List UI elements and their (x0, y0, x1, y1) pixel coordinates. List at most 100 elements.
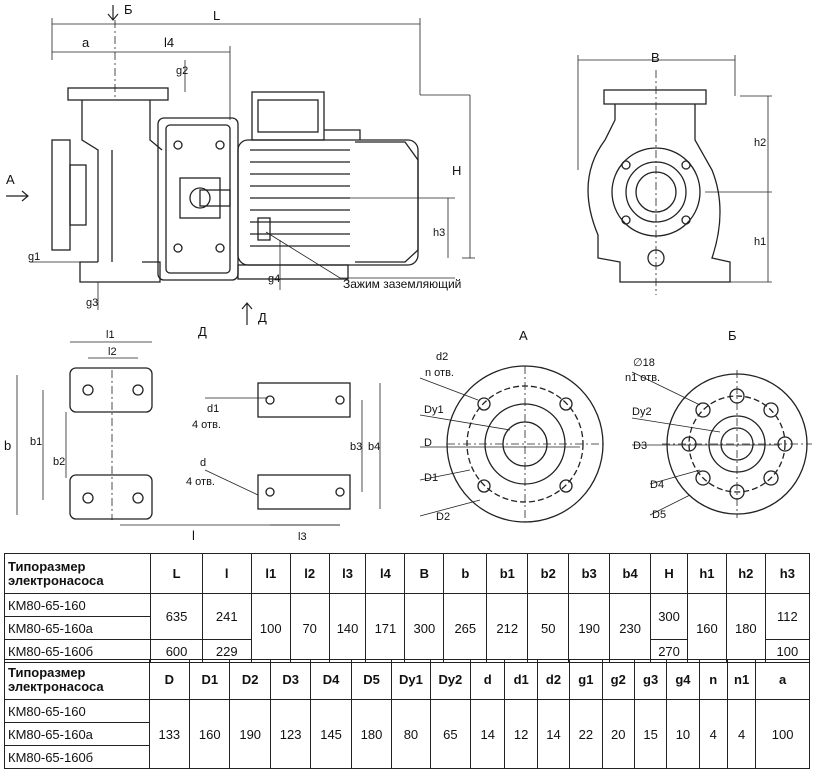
table2-cell: 100 (755, 699, 810, 769)
dim-Dy2-label: Dy2 (632, 406, 652, 418)
dim-l1-label: l1 (106, 329, 115, 341)
n-holes-label: n отв. (425, 367, 454, 379)
table1-header-b3: b3 (568, 553, 611, 594)
dim-D2-label: D2 (436, 511, 450, 523)
table1-header-L: L (150, 553, 203, 594)
table1-cell: 70 (289, 593, 330, 663)
table2-cell: 180 (350, 699, 393, 769)
dim-g1-label: g1 (28, 251, 40, 263)
table2-header-D: D (148, 659, 191, 700)
table2-header-a: a (755, 659, 810, 700)
table1-header-h3: h3 (764, 553, 811, 594)
table1-cell: 112 (764, 593, 811, 640)
dim-B-label: B (651, 50, 660, 65)
table2-header-D5: D5 (350, 659, 393, 700)
dim-b1-label: b1 (30, 436, 42, 448)
table1-cell: 300 (650, 593, 688, 640)
dim-h2-label: h2 (754, 137, 766, 149)
dim-Dy1-label: Dy1 (424, 404, 444, 416)
ground-clamp-label: Зажим заземляющий (343, 277, 461, 291)
table1-cell: 160 (686, 593, 727, 663)
table2-cell: 12 (504, 699, 538, 769)
front-view (577, 55, 772, 295)
view-b-arrow-label: Б (124, 2, 133, 17)
dim-D-label: D (424, 437, 432, 449)
dim-l-label: l (192, 528, 195, 543)
table2-cell: 22 (569, 699, 603, 769)
table1-header-model: Типоразмер электронасоса (3, 553, 152, 594)
table2-header-d1: d1 (504, 659, 538, 700)
table2-header-Dy2: Dy2 (429, 659, 472, 700)
dim-D4-label: D4 (650, 479, 664, 491)
table2-cell: 123 (269, 699, 312, 769)
table2-cell: 10 (666, 699, 700, 769)
table1-cell: 50 (527, 593, 570, 663)
table1-cell: 265 (443, 593, 488, 663)
table1-header-l4: l4 (365, 553, 406, 594)
table2-header-row: Типоразмер электронасоса D D1 D2 D3 D4 D… (4, 659, 810, 700)
table2-header-g4: g4 (666, 659, 700, 700)
table1-cell: 241 (201, 593, 252, 640)
dim-D1-label: D1 (424, 472, 438, 484)
table2-header-Dy1: Dy1 (391, 659, 431, 700)
view-b-title: Б (728, 328, 737, 343)
table2-model: КМ80-65-160а (4, 722, 150, 746)
table1-model: КМ80-65-160 (3, 593, 152, 617)
table1-header-h2: h2 (725, 553, 766, 594)
dim-g4-label: g4 (268, 273, 280, 285)
table2-cell: 15 (633, 699, 668, 769)
table1-header-b: b (443, 553, 488, 594)
table1-header-H: H (650, 553, 688, 594)
table2-header-g2: g2 (601, 659, 635, 700)
table2-header-d2: d2 (536, 659, 571, 700)
table2-header-D4: D4 (310, 659, 352, 700)
dim-D3-label: D3 (633, 440, 647, 452)
table2-model: КМ80-65-160 (4, 699, 150, 723)
dimensions-table-1: Типоразмер электронасоса L l l1 l2 l3 l4… (3, 553, 811, 663)
side-view (6, 5, 475, 325)
table1-header-l3: l3 (328, 553, 367, 594)
hole-d1-label: d1 (207, 403, 219, 415)
table2-cell: 160 (189, 699, 231, 769)
dim-D5-label: D5 (652, 509, 666, 521)
table2-model: КМ80-65-160б (4, 745, 150, 769)
dim-h3-label: h3 (433, 227, 445, 239)
table1-header-l1: l1 (250, 553, 291, 594)
table2-cell: 145 (310, 699, 352, 769)
view-a-title: А (519, 328, 528, 343)
dim-l2-label: l2 (108, 346, 117, 358)
table1-header-l: l (201, 553, 252, 594)
table2-cell: 80 (391, 699, 431, 769)
table2-header-g1: g1 (569, 659, 603, 700)
dim-b-label: b (4, 438, 11, 453)
table1-cell: 230 (609, 593, 652, 663)
table2-header-D3: D3 (269, 659, 312, 700)
dim-L-label: L (213, 8, 220, 23)
dim-d2-label: d2 (436, 351, 448, 363)
table1-cell: 171 (365, 593, 406, 663)
table2-header-model: Типоразмер электронасоса (4, 659, 150, 700)
table2-cell: 4 (726, 699, 757, 769)
table1-header-B: B (404, 553, 445, 594)
dia-18-label: ∅18 (633, 357, 655, 369)
dim-g3-label: g3 (86, 297, 98, 309)
table2-cell: 20 (601, 699, 635, 769)
dim-l3-label: l3 (298, 531, 307, 543)
table1-header-l2: l2 (289, 553, 330, 594)
table-row: КМ80-65-160 635 241 100 70 140 171 300 2… (3, 593, 811, 663)
table1-cell: 635 (150, 593, 203, 640)
table-row: КМ80-65-160 133 160 190 123 145 180 80 6… (4, 699, 810, 769)
view-a-arrow-label: А (6, 172, 15, 187)
table1-header-b2: b2 (527, 553, 570, 594)
view-d-feet (16, 341, 381, 526)
holes-4-bottom-label: 4 отв. (186, 476, 215, 488)
view-d-arrow-label: Д (258, 310, 267, 325)
table2-cell: 14 (536, 699, 571, 769)
table1-model: КМ80-65-160а (3, 616, 152, 640)
table1-header-b4: b4 (609, 553, 652, 594)
table1-cell: 100 (250, 593, 291, 663)
table2-header-g3: g3 (633, 659, 668, 700)
table1-header-row: Типоразмер электронасоса L l l1 l2 l3 l4… (3, 553, 811, 594)
table2-header-n: n (698, 659, 728, 700)
table2-cell: 65 (429, 699, 472, 769)
